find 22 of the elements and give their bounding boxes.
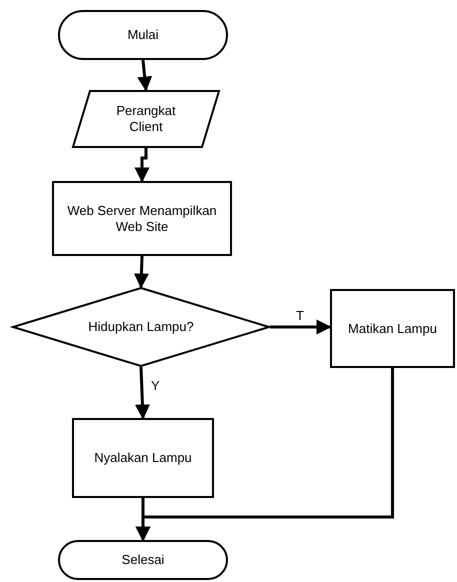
process-box xyxy=(330,289,455,368)
node-label: Matikan Lampu xyxy=(348,320,437,336)
arrow xyxy=(134,366,150,420)
decision-diamond xyxy=(12,287,270,367)
terminal-shape xyxy=(58,10,228,60)
process-box xyxy=(72,418,214,498)
arrow xyxy=(134,148,150,182)
terminal-shape xyxy=(58,540,228,580)
node-label: Hidupkan Lampu? xyxy=(88,319,194,335)
node-label: Web Server Menampilkan Web Site xyxy=(66,202,218,234)
node-label: Perangkat Client xyxy=(115,103,177,135)
data-parallelogram xyxy=(72,90,220,148)
arrow xyxy=(134,256,149,288)
node-label: Nyalakan Lampu xyxy=(94,450,192,466)
node-label: Selesai xyxy=(122,552,164,568)
node-label: Mulai xyxy=(127,27,159,43)
arrow xyxy=(136,368,394,542)
arrow xyxy=(270,320,332,334)
process-box xyxy=(52,181,232,256)
edge-label: Y xyxy=(150,379,161,393)
arrow xyxy=(137,60,152,92)
edge-label: T xyxy=(295,309,305,323)
